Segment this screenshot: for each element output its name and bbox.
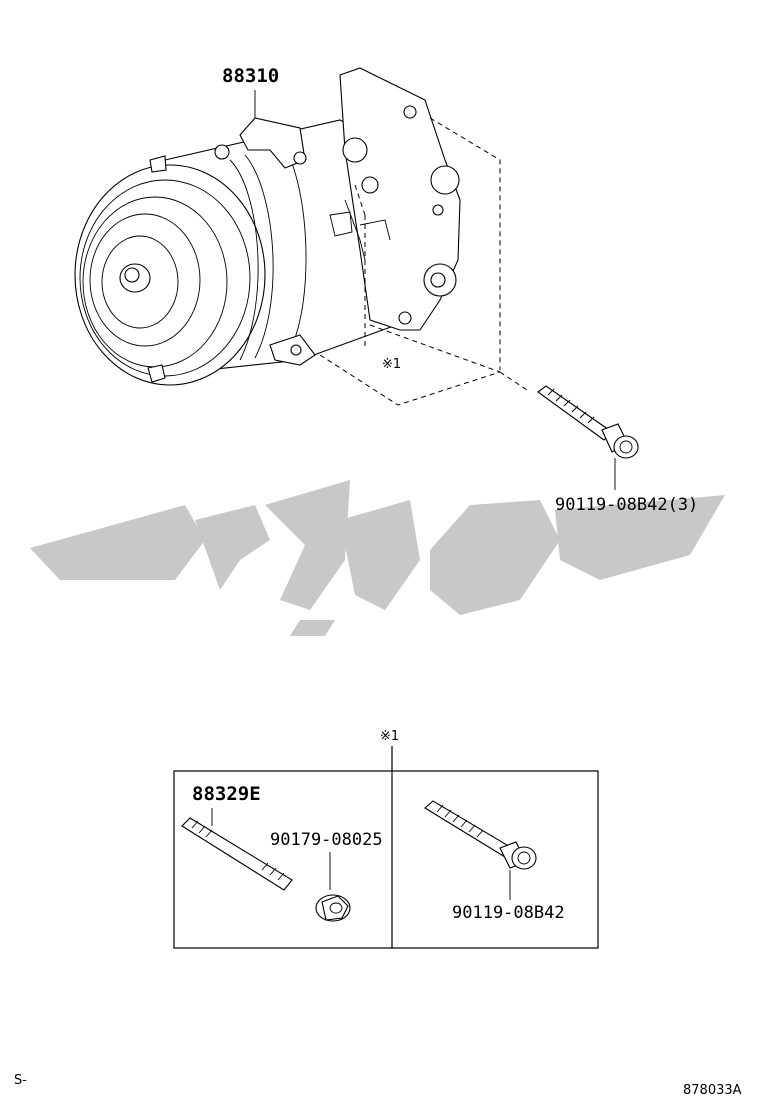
ref-marker-box: ※1 [380, 729, 399, 744]
label-compressor: 88310 [222, 65, 279, 87]
label-nut: 90179-08025 [270, 830, 383, 850]
mounting-outline [319, 117, 531, 406]
flange-bolt-box-icon [424, 800, 537, 870]
stud-bolt-icon [181, 817, 293, 891]
ac-compressor-icon [74, 67, 461, 386]
footer-right-code: 878033A [683, 1083, 742, 1098]
watermark-logo [30, 480, 725, 636]
flange-nut-icon [315, 894, 351, 922]
label-stud: 88329E [192, 783, 261, 805]
ref-marker-top: ※1 [382, 357, 401, 372]
detail-box [173, 770, 599, 949]
label-bolt-box: 90119-08B42 [452, 903, 565, 923]
flange-bolt-icon [537, 385, 639, 459]
footer-left-code: S- [14, 1073, 27, 1088]
label-bolt-main: 90119-08B42(3) [555, 495, 698, 515]
